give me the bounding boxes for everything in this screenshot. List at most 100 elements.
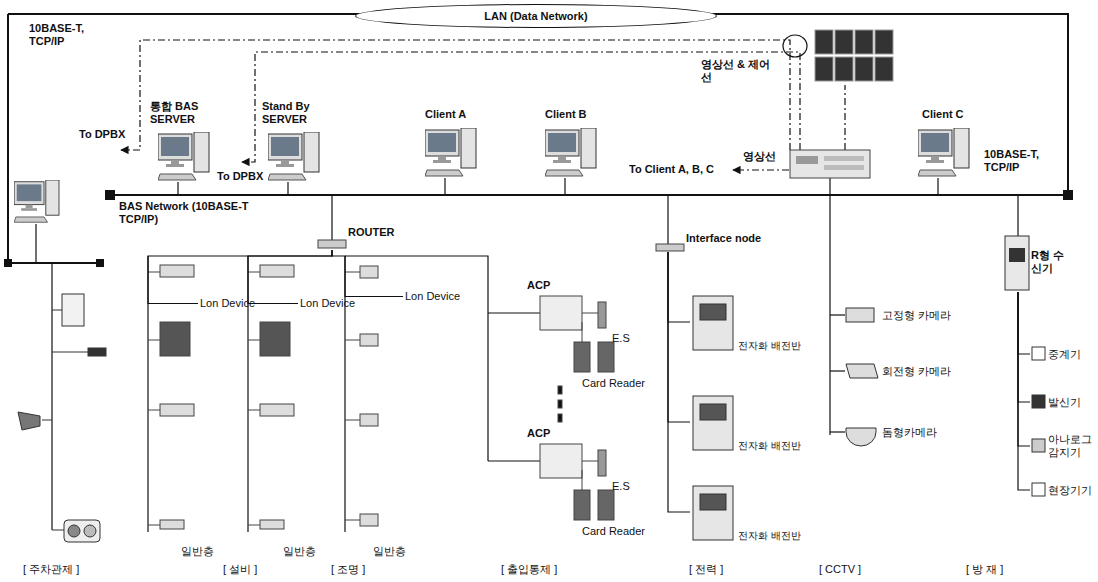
drop-wire [51,263,52,530]
drop-wire [829,178,830,195]
lon-device-icon [345,520,360,521]
parking-equipment [68,525,80,537]
camera-icon [846,308,874,322]
node-text: Lon Device [405,290,460,303]
lon-device-icon [160,404,194,416]
monitor-wall [855,57,873,81]
node-text: 전자화 배전반 [738,439,801,452]
drop-wire [937,178,938,195]
parking-equipment [62,294,84,326]
lon-device-icon [345,272,360,273]
video-switcher [790,150,870,178]
node-text: Client A [425,108,466,121]
drop-wire [1017,195,1018,236]
panel-label: ACP [527,427,550,440]
computer-icon [14,180,59,222]
text-label: 10BASE-T, TCP/IP [983,148,1057,174]
parking-equipment [42,420,52,421]
node-text: 돔형카메라 [882,426,937,439]
drop-wire [287,182,288,195]
connector [248,250,332,304]
node-text: Client B [545,108,587,121]
monitor-wall [835,57,853,81]
switchboard-icon [700,404,726,420]
node-text: Lon Device [200,297,255,310]
device-label: Lon Device [405,290,460,303]
node-text: 고정형 카메라 [882,309,951,322]
lon-device-icon [360,334,378,346]
drop-wire [36,178,1018,532]
router-icon [318,240,346,248]
computer-icon [918,128,969,176]
parking-equipment [52,310,62,311]
drop-wire [444,178,445,195]
monitor-wall [815,30,893,81]
client-label: Client C [922,108,964,121]
connector [1018,292,1030,490]
text-label: BAS Network (10BASE-T TCP/IP) [118,200,270,226]
lon-device-icon [360,266,378,278]
connector [1018,292,1030,446]
lon-device-icon [248,340,260,341]
text-label: 영상선 [742,150,777,163]
lon-device-icon [148,525,160,526]
parking-equipment [64,520,100,542]
switchboard-icon [700,494,726,510]
access-control-equipment [540,444,582,478]
lon-device-icon [260,520,284,529]
parking-equipment [88,348,106,356]
bus-terminal [96,259,104,267]
receiver-icon [1005,236,1029,290]
node-text: 전자화 배전반 [738,529,801,542]
lon-device-icon [160,265,194,277]
device-label: Card Reader [582,377,645,390]
switchboard-icon [693,396,733,450]
text-label: [ 주차관제 ] [22,563,80,576]
node-text: Lon Device [300,297,355,310]
device-label: Card Reader [582,525,645,538]
connector [668,252,690,422]
drop-wire [488,460,540,461]
access-control-equipment [582,470,583,490]
node-text: 아나로그 감지기 [1048,433,1098,459]
lon-device-icon [360,414,378,426]
computer-icon [158,132,209,180]
network-frame [7,14,9,263]
drop-wire [35,224,36,263]
switchboard-node: 전자화 배전반 [690,292,801,352]
fire-device-icon [1032,347,1045,360]
interface-icon [656,244,684,251]
node-text: E.S [612,480,630,493]
lon-device-icon [345,340,360,341]
video-line [121,35,845,170]
access-control-equipment [558,400,562,408]
connector [668,252,690,512]
access-control-equipment [598,450,606,476]
access-control-equipment [540,296,614,520]
fire-device-icon [1032,347,1045,496]
interface-node: Interface node [654,232,761,252]
connector [668,252,690,322]
camera-node: 돔형카메라 [842,420,937,444]
receiver-icon [1009,248,1025,262]
switchboard-icon [693,486,733,540]
access-control-equipment [540,296,582,330]
parking-equipment [52,352,88,353]
camera-icon [846,308,878,446]
video-line [844,85,845,150]
server-label: 통합 BAS SERVER [150,100,222,126]
text-label: [ CCTV ] [818,563,862,576]
parking-equipment [18,294,106,542]
drop-wire [830,370,845,371]
video-line [121,40,790,150]
bus-terminal [4,259,12,267]
text-label: [ 전력 ] [688,563,724,576]
lon-device-icon [248,410,260,411]
access-control-equipment [558,386,562,394]
network-frame [8,262,100,264]
node-text: 발신기 [1048,396,1081,409]
drop-wire [830,314,845,315]
lon-device-icon [345,420,360,421]
panel-label: ACP [527,279,550,292]
device-label: Lon Device [200,297,255,310]
